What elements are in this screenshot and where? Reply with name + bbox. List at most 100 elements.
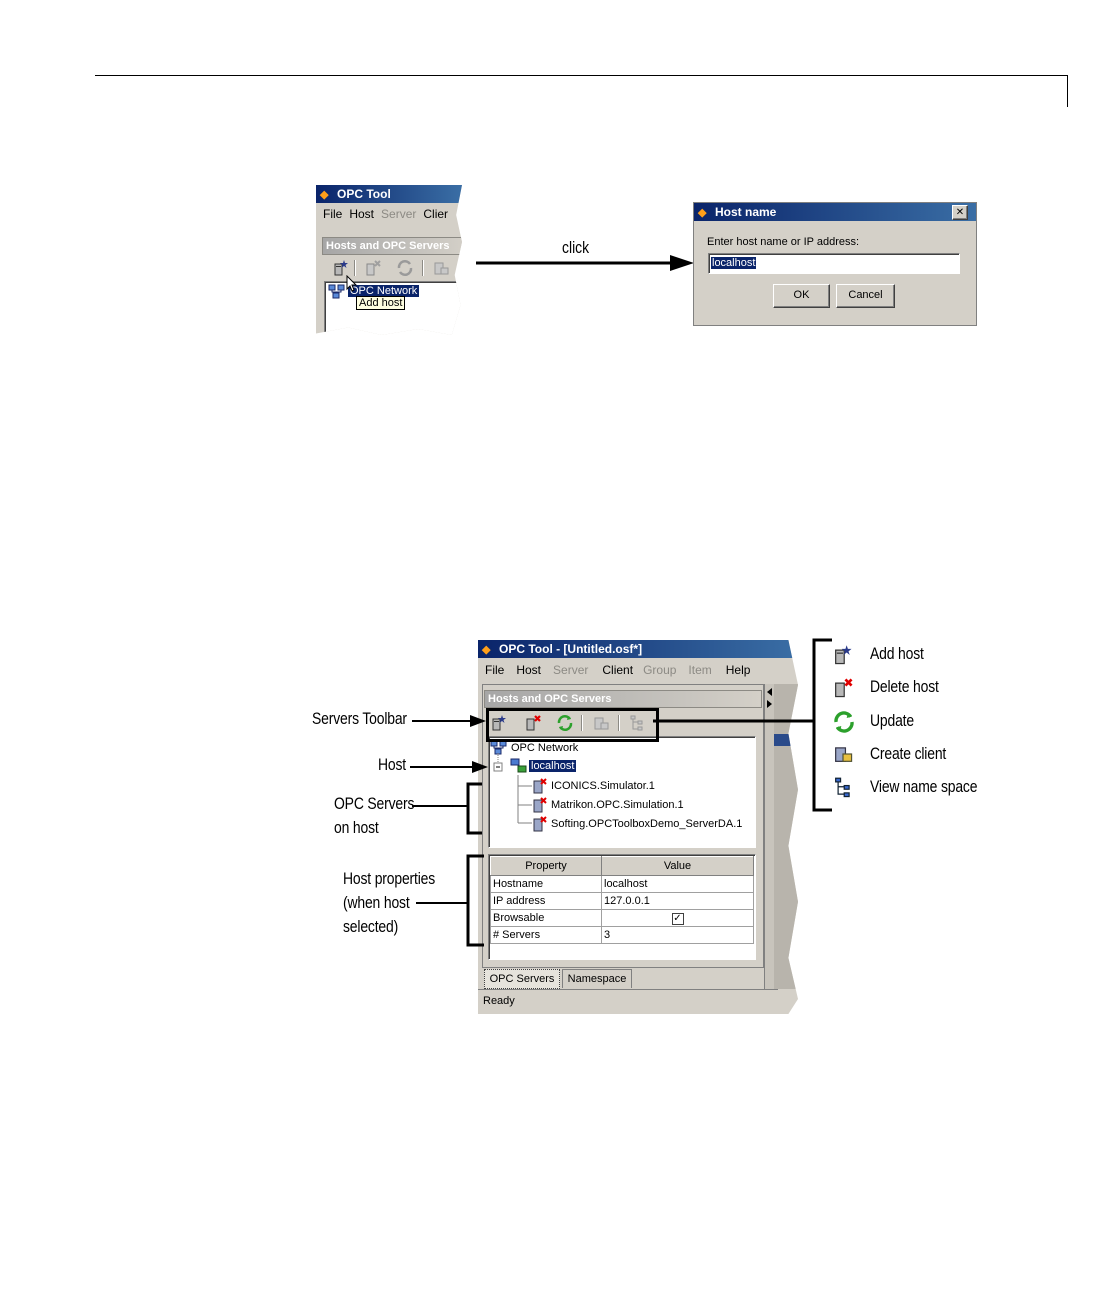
toolbar-separator xyxy=(618,715,620,731)
network-icon xyxy=(328,284,345,299)
hosts-panel-header: Hosts and OPC Servers xyxy=(484,690,762,708)
menu-help[interactable]: Help xyxy=(725,663,751,677)
servers-toolbar xyxy=(488,712,654,734)
host-name-input-value: localhost xyxy=(711,257,757,269)
view-name-space-icon[interactable] xyxy=(628,714,646,732)
menu-host[interactable]: Host xyxy=(349,207,375,221)
right-panel-edge xyxy=(774,684,798,989)
dialog-title: Host name xyxy=(715,205,777,219)
matlab-logo-icon: ◆ xyxy=(482,644,491,656)
page-header-rule xyxy=(95,75,1068,76)
tab-opc-servers[interactable]: OPC Servers xyxy=(484,969,560,989)
property-value: 127.0.0.1 xyxy=(601,892,754,910)
splitter-arrows-icon[interactable] xyxy=(764,686,774,710)
delete-host-icon[interactable] xyxy=(364,259,382,277)
legend-label-view-name-space: View name space xyxy=(870,777,978,796)
main-window-titlebar: ◆ OPC Tool - [Untitled.osf*] xyxy=(478,640,798,658)
tree-server-matrikon[interactable]: Matrikon.OPC.Simulation.1 xyxy=(551,799,684,811)
matlab-logo-icon: ◆ xyxy=(698,207,707,219)
host-name-input[interactable]: localhost xyxy=(708,253,960,274)
table-row[interactable]: # Servers 3 xyxy=(490,926,754,944)
update-icon[interactable] xyxy=(556,714,574,732)
tab-namespace[interactable]: Namespace xyxy=(562,969,632,988)
column-header-property[interactable]: Property xyxy=(490,856,602,876)
tree-lines xyxy=(493,753,532,824)
tree-server-iconics[interactable]: ICONICS.Simulator.1 xyxy=(551,780,655,792)
legend-label-update: Update xyxy=(870,711,914,730)
small-opc-tool-window: ◆OPC Tool File Host Server Clier Hosts and … xyxy=(316,185,462,335)
table-row[interactable]: IP address 127.0.0.1 xyxy=(490,892,754,910)
toolbar-separator xyxy=(354,260,356,276)
toolbar-highlight-box xyxy=(486,708,659,742)
tree-root-opc-network[interactable]: OPC Network xyxy=(511,742,579,754)
dialog-close-button[interactable]: ✕ xyxy=(952,205,968,220)
property-name: Hostname xyxy=(490,875,602,893)
create-client-icon[interactable] xyxy=(432,259,450,277)
mouse-cursor-icon xyxy=(346,275,358,292)
host-properties-table: Property Value Hostname localhost IP add… xyxy=(490,856,754,944)
update-icon[interactable] xyxy=(396,259,414,277)
add-host-icon[interactable] xyxy=(332,259,350,277)
callout-host: Host xyxy=(378,755,407,774)
small-panel-header: Hosts and OPC Servers xyxy=(322,237,462,255)
menu-file[interactable]: File xyxy=(485,663,505,677)
menu-host[interactable]: Host xyxy=(516,663,542,677)
menu-server[interactable]: Server xyxy=(553,663,589,677)
small-window-menubar: File Host Server Clier xyxy=(316,205,462,223)
table-row[interactable]: Browsable ✓ xyxy=(490,909,754,927)
callout-host-properties-line3: selected) xyxy=(343,917,399,936)
server-icon xyxy=(533,816,547,832)
right-panel-titlebar-fragment xyxy=(774,734,798,746)
host-name-dialog: ◆Host name ✕ Enter host name or IP addre… xyxy=(693,202,977,326)
property-name: Browsable xyxy=(490,909,602,927)
browsable-checkbox[interactable]: ✓ xyxy=(601,909,754,927)
tree-root-opc-network[interactable]: OPC Network xyxy=(348,285,420,297)
hosts-panel-frame xyxy=(482,684,764,968)
property-value: localhost xyxy=(601,875,754,893)
matlab-logo-icon: ◆ xyxy=(320,189,329,201)
main-window-title: OPC Tool - [Untitled.osf*] xyxy=(499,642,643,656)
legend-add-host-icon xyxy=(835,645,852,665)
table-row[interactable]: Hostname localhost xyxy=(490,875,754,893)
menu-file[interactable]: File xyxy=(323,207,343,221)
menu-client[interactable]: Client xyxy=(602,663,634,677)
host-properties-panel: Property Value Hostname localhost IP add… xyxy=(488,854,756,960)
cancel-button[interactable]: Cancel xyxy=(836,284,895,308)
browsable-checkbox-mark: ✓ xyxy=(671,912,684,925)
hosts-tree-view[interactable] xyxy=(488,736,756,848)
property-name: # Servers xyxy=(490,926,602,944)
ok-button[interactable]: OK xyxy=(773,284,830,308)
legend-label-add-host: Add host xyxy=(870,644,924,663)
menu-group[interactable]: Group xyxy=(643,663,677,677)
property-value: 3 xyxy=(601,926,754,944)
menu-client[interactable]: Clier xyxy=(423,207,449,221)
main-menubar: File Host Server Client Group Item Help xyxy=(478,661,798,679)
main-opc-tool-window: ◆ OPC Tool - [Untitled.osf*] File Host Serv… xyxy=(478,640,798,1014)
callout-opc-servers-line1: OPC Servers xyxy=(334,794,415,813)
callout-host-properties-line2: (when host xyxy=(343,893,410,912)
host-computer-icon xyxy=(510,758,527,773)
legend-view-name-space-icon xyxy=(835,777,850,798)
tree-host-localhost[interactable]: localhost xyxy=(529,760,577,772)
column-header-value[interactable]: Value xyxy=(601,856,754,876)
toolbar-separator xyxy=(581,715,583,731)
small-window-titlebar: ◆OPC Tool xyxy=(316,185,462,203)
legend-delete-host-icon xyxy=(835,678,853,698)
side-splitter[interactable] xyxy=(764,684,775,989)
legend-update-icon xyxy=(834,711,854,733)
status-bar-text: Ready xyxy=(483,995,515,1007)
small-servers-toolbar xyxy=(322,257,462,279)
create-client-icon[interactable] xyxy=(592,714,610,732)
legend-create-client-icon xyxy=(835,747,853,762)
legend-label-delete-host: Delete host xyxy=(870,677,939,696)
dialog-titlebar: ◆ Host name xyxy=(694,203,976,221)
add-host-icon[interactable] xyxy=(490,714,508,732)
click-label: click xyxy=(562,238,590,257)
menu-server[interactable]: Server xyxy=(381,207,417,221)
legend-label-create-client: Create client xyxy=(870,744,947,763)
delete-host-icon[interactable] xyxy=(524,714,542,732)
page-header-tick xyxy=(1067,75,1068,107)
tree-server-softing[interactable]: Softing.OPCToolboxDemo_ServerDA.1 xyxy=(551,818,743,830)
menu-item[interactable]: Item xyxy=(688,663,712,677)
callout-servers-toolbar: Servers Toolbar xyxy=(312,709,407,728)
